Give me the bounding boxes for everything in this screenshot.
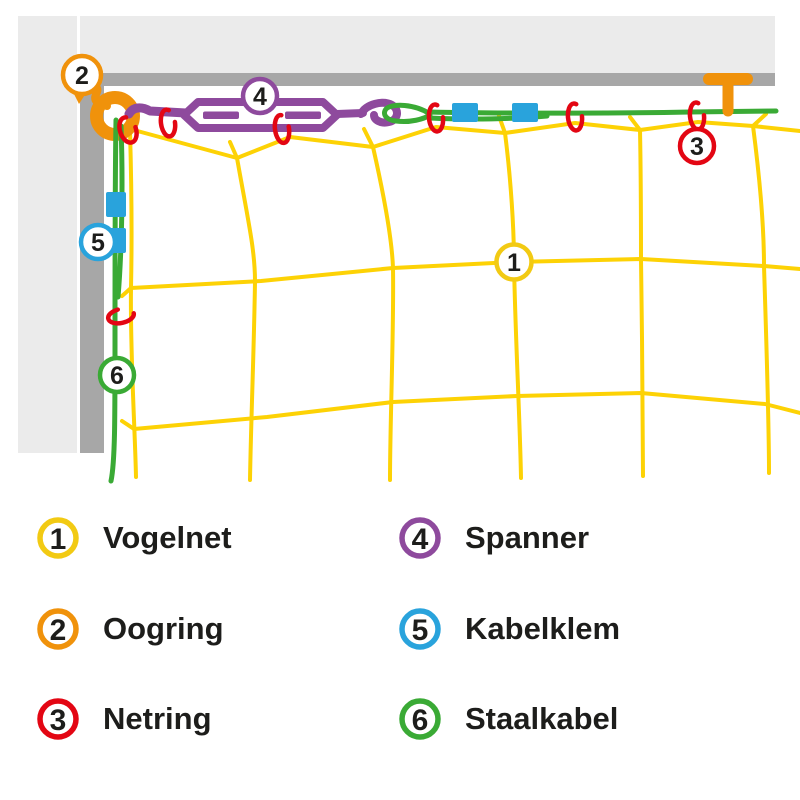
diagram-badges: 2 4 3 5 6 1 bbox=[60, 53, 717, 395]
net-ring-6 bbox=[687, 100, 707, 132]
net-ring-3 bbox=[272, 112, 292, 146]
legend-label-kabelklem: Kabelklem bbox=[465, 611, 621, 646]
steel-cable bbox=[108, 102, 779, 484]
legend-badge-3: 3 bbox=[37, 698, 79, 740]
badge-2-oogring: 2 bbox=[60, 53, 104, 104]
legend-badge-4-number: 4 bbox=[412, 523, 429, 556]
legend-badge-1-circle bbox=[37, 517, 79, 559]
net-vertical-2 bbox=[235, 156, 257, 482]
net-vertical-3 bbox=[371, 145, 396, 482]
badge-1-circle bbox=[494, 242, 534, 282]
legend-badge-2: 2 bbox=[37, 608, 79, 650]
bird-net bbox=[120, 112, 800, 482]
spanner-right-hook bbox=[357, 98, 401, 127]
net-vertical-5 bbox=[638, 128, 645, 478]
legend-badge-5: 5 bbox=[399, 608, 441, 650]
net-vertical-4 bbox=[503, 131, 523, 480]
legend-label-spanner: Spanner bbox=[465, 520, 590, 555]
badge-5-number: 5 bbox=[91, 229, 105, 257]
net-vertical-1 bbox=[128, 129, 138, 479]
legend-badge-1-number: 1 bbox=[50, 523, 67, 556]
net-horizontal-3 bbox=[132, 391, 800, 431]
legend-badge-6-circle bbox=[399, 698, 441, 740]
legend-badge-5-circle bbox=[399, 608, 441, 650]
spanner-rod-right bbox=[285, 111, 321, 119]
badge-2-circle bbox=[60, 53, 104, 97]
net-ring-on-cable bbox=[105, 306, 137, 326]
cable-eye-loop bbox=[381, 102, 433, 124]
badge-4-spanner: 4 bbox=[240, 76, 280, 116]
net-knot-stubs bbox=[120, 112, 768, 431]
legend-label-oogring: Oogring bbox=[103, 611, 224, 646]
legend-badge-3-number: 3 bbox=[50, 704, 67, 737]
legend-badge-4-circle bbox=[399, 517, 441, 559]
net-rings bbox=[105, 100, 707, 326]
legend-badge-1: 1 bbox=[37, 517, 79, 559]
legend-badge-6: 6 bbox=[399, 698, 441, 740]
net-ring-5 bbox=[565, 101, 585, 133]
t-anchor bbox=[703, 73, 753, 117]
legend-badge-2-number: 2 bbox=[50, 614, 67, 647]
badge-5-kabelklem: 5 bbox=[78, 222, 118, 262]
legend-item-oogring: 2 Oogring bbox=[37, 608, 224, 650]
clamp-horizontal-2 bbox=[512, 103, 538, 122]
legend-badge-6-number: 6 bbox=[412, 704, 429, 737]
legend-badge-4: 4 bbox=[399, 517, 441, 559]
legend-item-spanner: 4 Spanner bbox=[399, 517, 589, 559]
legend-item-kabelklem: 5 Kabelklem bbox=[399, 608, 620, 650]
net-vertical-6 bbox=[751, 124, 771, 475]
clamp-horizontal-1 bbox=[452, 103, 478, 122]
legend-label-staalkabel: Staalkabel bbox=[465, 701, 619, 736]
badge-3-netring: 3 bbox=[677, 126, 717, 166]
legend-item-staalkabel: 6 Staalkabel bbox=[399, 698, 618, 740]
net-ring-4 bbox=[426, 102, 446, 134]
badge-3-number: 3 bbox=[690, 133, 704, 161]
installation-diagram: 2 4 3 5 6 1 bbox=[18, 16, 800, 484]
badge-4-circle bbox=[240, 76, 280, 116]
legend-item-netring: 3 Netring bbox=[37, 698, 212, 740]
badge-6-staalkabel: 6 bbox=[97, 355, 137, 395]
badge-4-number: 4 bbox=[253, 83, 267, 111]
badge-6-circle bbox=[97, 355, 137, 395]
cable-vertical-main bbox=[108, 117, 119, 484]
legend-label-netring: Netring bbox=[103, 701, 212, 736]
net-ring-corner bbox=[117, 115, 139, 145]
legend-item-vogelnet: 1 Vogelnet bbox=[37, 517, 232, 559]
legend-badge-5-number: 5 bbox=[412, 614, 429, 647]
clamp-vertical-1 bbox=[106, 192, 126, 217]
wall-top-edge bbox=[93, 73, 775, 86]
spanner-left-hook bbox=[124, 103, 191, 119]
spanner-rod-left bbox=[203, 111, 239, 119]
legend-badge-3-circle bbox=[37, 698, 79, 740]
badge-5-circle bbox=[78, 222, 118, 262]
badge-6-number: 6 bbox=[110, 362, 124, 390]
net-horizontal-2 bbox=[129, 257, 800, 290]
net-ring-2 bbox=[158, 107, 178, 139]
legend-badge-2-circle bbox=[37, 608, 79, 650]
legend-label-vogelnet: Vogelnet bbox=[103, 520, 232, 555]
wall-top-face bbox=[80, 16, 775, 73]
badge-2-number: 2 bbox=[75, 62, 89, 90]
badge-3-circle bbox=[677, 126, 717, 166]
badge-1-number: 1 bbox=[507, 249, 521, 277]
badge-1-vogelnet: 1 bbox=[494, 242, 534, 282]
wall-left-edge bbox=[80, 81, 104, 453]
